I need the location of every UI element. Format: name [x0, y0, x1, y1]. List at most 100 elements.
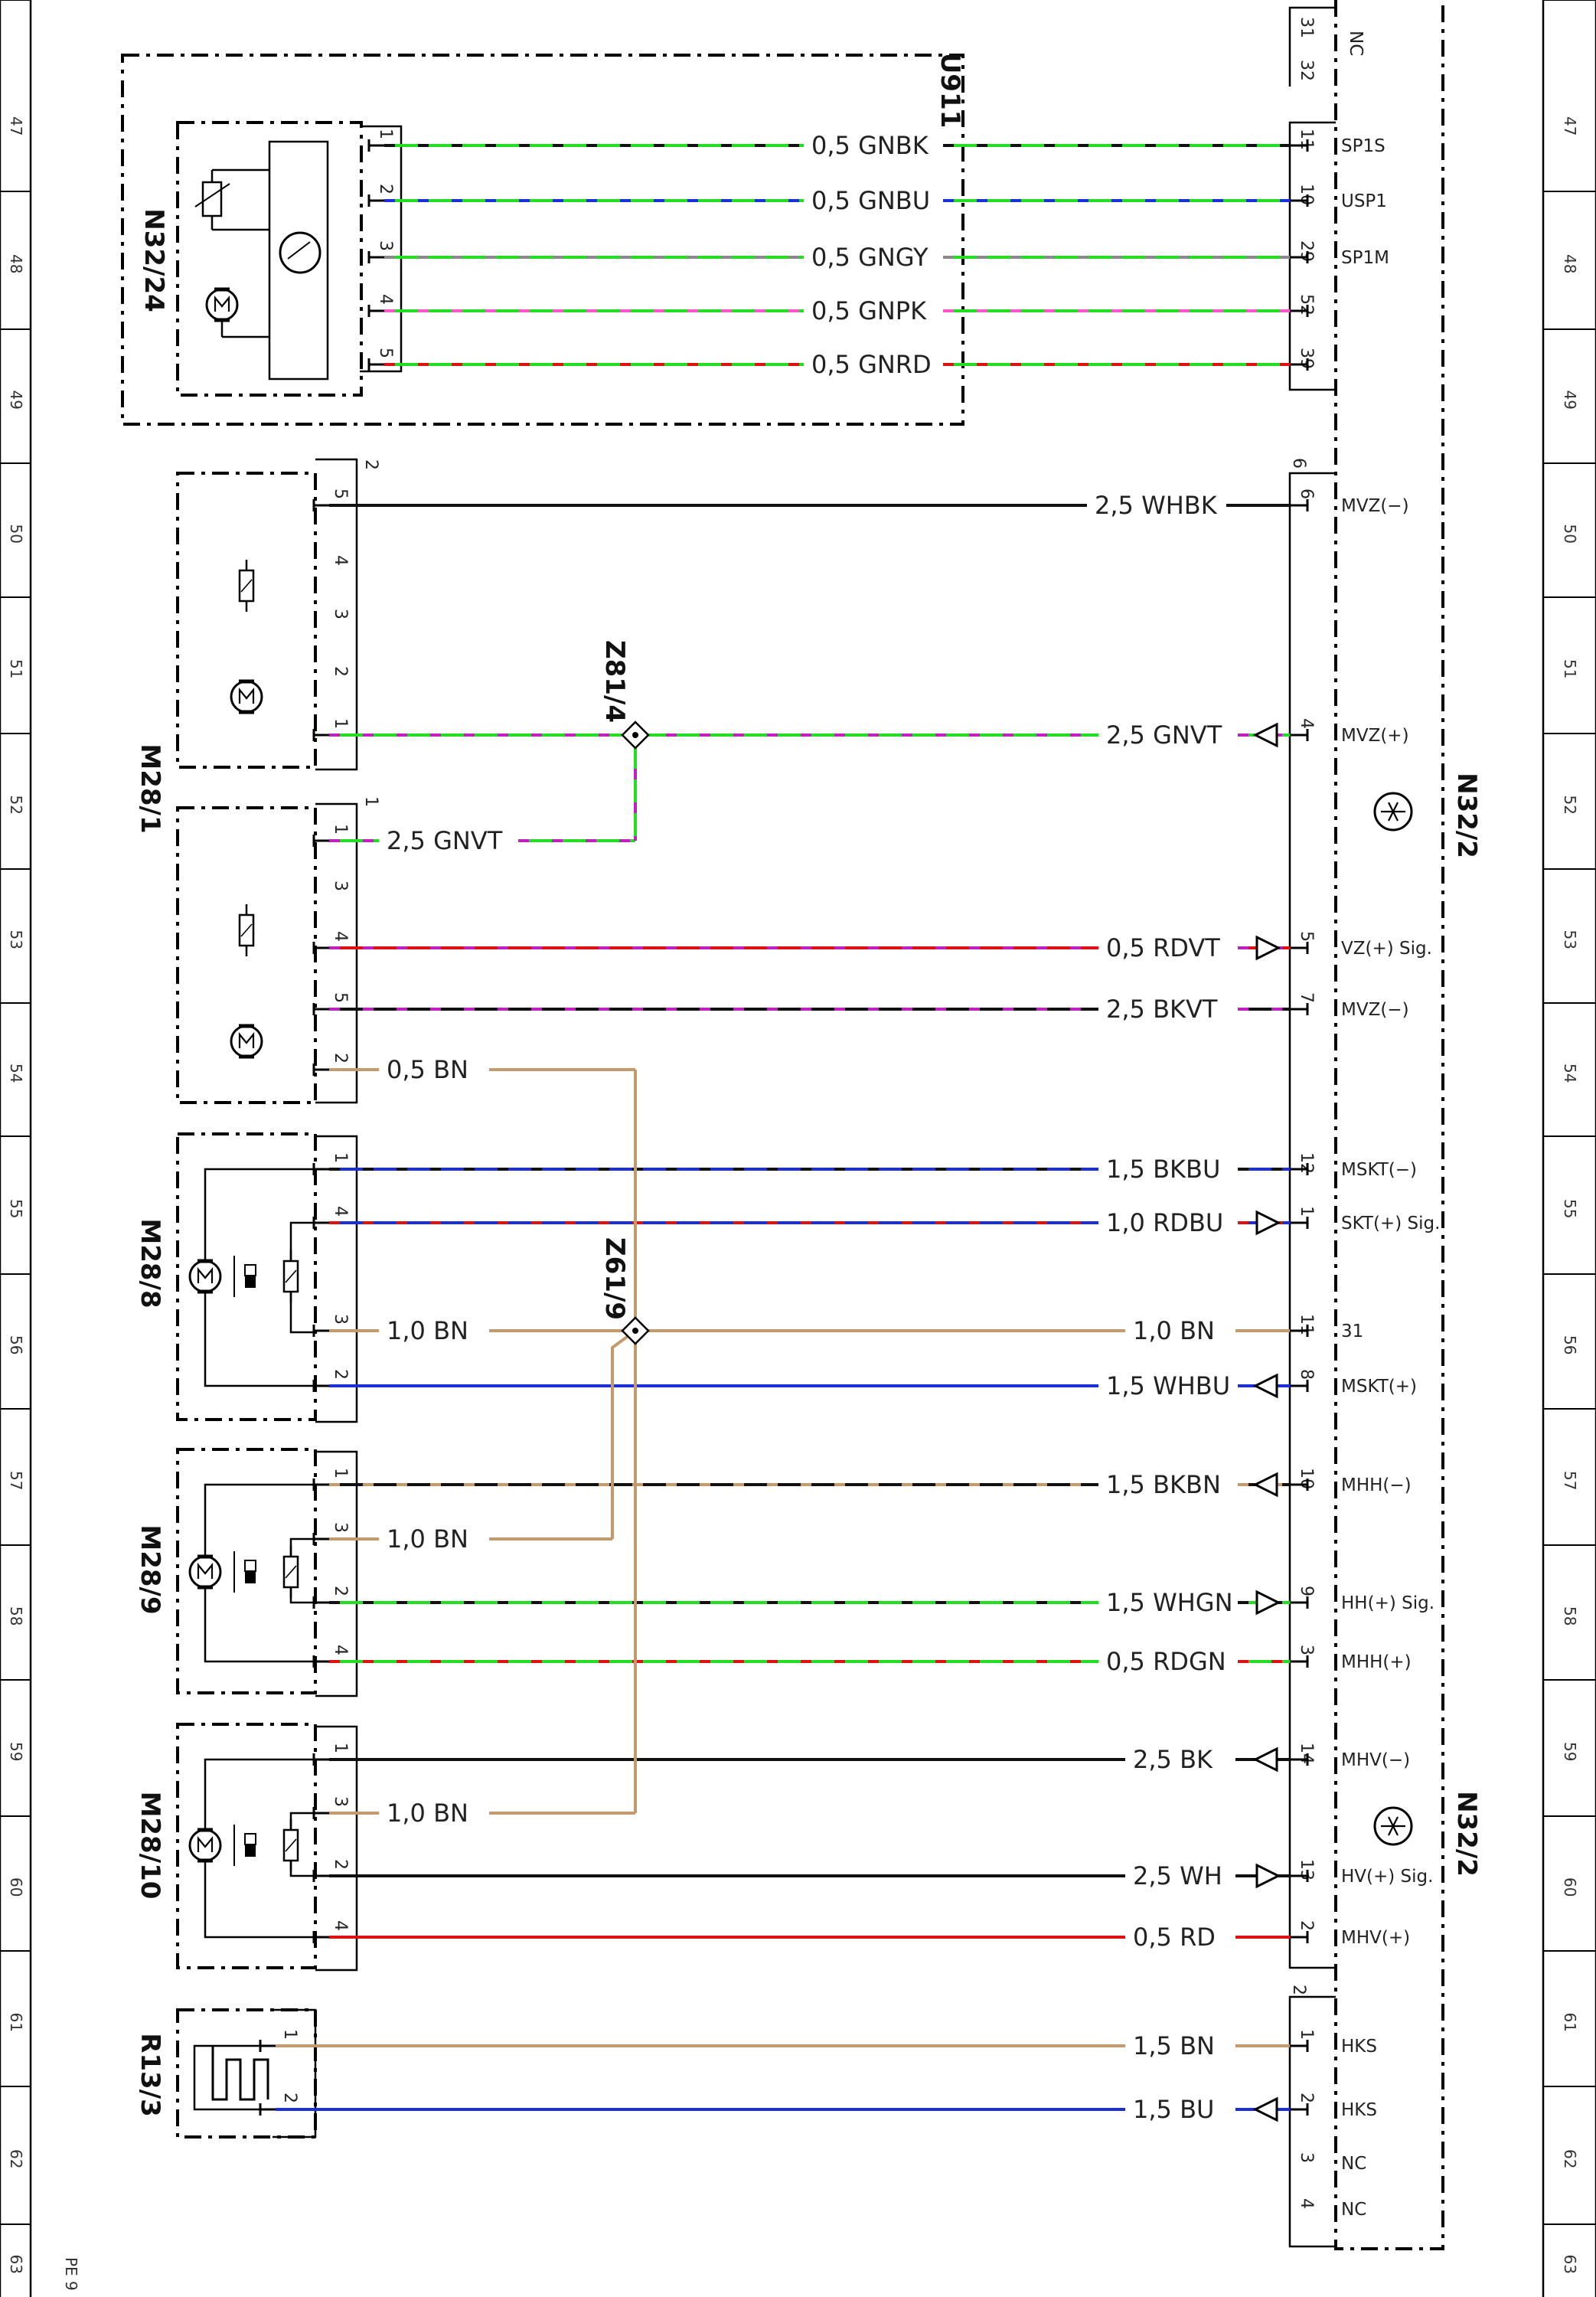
u911-label: U911	[935, 53, 965, 129]
pin-left-w14: 3	[331, 1314, 350, 1325]
signal-w20: MHV(−)	[1341, 1750, 1410, 1770]
m28-1-upper-count: 2	[361, 459, 380, 470]
row-number-left: 62	[7, 2149, 25, 2168]
wire-label-w25: 1,5 BU	[1133, 2095, 1214, 2124]
pin-terminal-icon	[312, 835, 329, 847]
wire-label-w12: 1,5 BKBU	[1106, 1155, 1220, 1184]
m28-8-actuator-icon	[190, 1168, 314, 1387]
m28-1-lower-count: 1	[361, 796, 380, 807]
wire-label-w16: 1,5 BKBN	[1106, 1470, 1221, 1499]
n32-24-motor-icon	[207, 289, 269, 338]
sheet-reference: PE 9	[62, 2257, 80, 2291]
pin-terminal-icon	[312, 1217, 329, 1229]
pin-left-w5: 5	[376, 348, 395, 358]
wire-label-w13: 1,0 RDBU	[1106, 1208, 1223, 1237]
pin-terminal-icon	[312, 1807, 329, 1819]
n32-2-mid-count: 6	[1289, 458, 1308, 469]
pin-left-w13: 4	[331, 1206, 350, 1217]
pin-left-w24: 1	[280, 2029, 299, 2040]
signal-w9: VZ(+) Sig.	[1341, 939, 1432, 959]
signal-w1: SP1S	[1341, 136, 1385, 156]
wire-label-w10: 2,5 BKVT	[1106, 995, 1218, 1024]
wire-label-w17: 1,0 BN	[387, 1524, 468, 1554]
m28-9-connector	[315, 1450, 358, 1697]
m28-1-upper-unused-pin: 4	[331, 555, 350, 566]
row-number-right: 47	[1561, 116, 1579, 136]
m28-1-lower-connector	[315, 802, 358, 1104]
pin-terminal-icon	[1290, 1870, 1309, 1882]
pin-right-w9: 5	[1297, 931, 1316, 942]
m28-9-label: M28/9	[135, 1524, 165, 1614]
signal-arrow-out-icon	[1255, 935, 1281, 961]
row-number-right: 54	[1561, 1064, 1579, 1083]
signal-w24: HKS	[1341, 2037, 1377, 2057]
pin-terminal-icon	[1290, 194, 1309, 207]
pin-left-w8: 1	[331, 824, 350, 835]
signal-w15: MSKT(+)	[1341, 1377, 1417, 1397]
r13-3-boundary	[176, 2008, 317, 2139]
pin-terminal-icon	[367, 194, 384, 207]
signal-arrow-in-icon	[1252, 722, 1278, 748]
n32-2-transistor-icon-lower	[1373, 1806, 1413, 1846]
pin-terminal-icon	[312, 499, 329, 511]
signal-arrow-out-icon	[1255, 1590, 1281, 1616]
pin-terminal-icon	[1290, 2103, 1309, 2116]
n32-2-pin-31: 31	[1297, 17, 1316, 38]
pin-terminal-icon	[1290, 1753, 1309, 1766]
n32-24-boundary	[176, 121, 363, 397]
pin-terminal-icon	[1290, 305, 1309, 317]
signal-w13: SKT(+) Sig.	[1341, 1214, 1440, 1233]
pin-left-w6: 5	[331, 488, 350, 499]
pin-left-w23: 4	[331, 1920, 350, 1931]
signal-w19: MHH(+)	[1341, 1652, 1412, 1672]
pin-left-w22: 2	[331, 1859, 350, 1870]
row-number-left: 53	[7, 930, 25, 949]
n32-2-top-connector	[1288, 6, 1336, 87]
pin-terminal-icon	[1290, 358, 1309, 371]
signal-w3: SP1M	[1341, 248, 1389, 268]
signal-arrow-in-icon	[1252, 1746, 1278, 1773]
n32-24-label: N32/24	[139, 208, 169, 312]
pin-left-w4: 4	[376, 294, 395, 305]
pin-right-w19: 3	[1297, 1645, 1316, 1655]
n32-2-nc-pin: 4	[1297, 2198, 1316, 2209]
pin-left-w17: 3	[331, 1522, 350, 1533]
pin-terminal-icon	[312, 1064, 329, 1076]
row-number-right: 55	[1561, 1199, 1579, 1218]
pin-right-w23: 2	[1297, 1920, 1316, 1931]
pin-right-w24: 1	[1297, 2029, 1316, 2040]
pin-terminal-icon	[367, 358, 384, 371]
pin-terminal-icon	[312, 1003, 329, 1015]
pin-left-w11: 2	[331, 1053, 350, 1064]
wire-label-w19: 0,5 RDGN	[1106, 1647, 1226, 1676]
pin-right-w10: 7	[1297, 992, 1316, 1003]
wire-label-w7: 2,5 GNVT	[1106, 720, 1222, 750]
r13-3-connector	[273, 2008, 317, 2139]
signal-arrow-in-icon	[1252, 2096, 1278, 2122]
pin-terminal-icon	[367, 305, 384, 317]
pin-terminal-icon	[1290, 1003, 1309, 1015]
z61-9-branch	[611, 1070, 637, 1813]
pin-terminal-icon	[259, 2103, 276, 2116]
wire-label-w23: 0,5 RD	[1133, 1923, 1216, 1952]
n32-2-nc-top: NC	[1346, 31, 1366, 56]
m28-10-actuator-icon	[190, 1758, 314, 1939]
m28-1-label: M28/1	[135, 743, 165, 833]
row-number-left: 49	[7, 390, 25, 410]
m28-10-label: M28/10	[135, 1792, 165, 1900]
pin-left-w10: 5	[331, 992, 350, 1003]
row-number-left: 57	[7, 1471, 25, 1490]
pin-terminal-icon	[312, 1870, 329, 1882]
m28-1-upper-resistor-icon	[238, 558, 255, 613]
pin-terminal-icon	[312, 1931, 329, 1943]
pin-terminal-icon	[1290, 139, 1309, 152]
r13-3-label: R13/3	[135, 2033, 165, 2117]
pin-right-w7: 4	[1297, 718, 1316, 729]
row-number-left: 50	[7, 524, 25, 544]
signal-w25: HKS	[1341, 2100, 1377, 2120]
pin-terminal-icon	[259, 2040, 276, 2052]
row-number-right: 52	[1561, 796, 1579, 815]
row-number-right: 50	[1561, 524, 1579, 544]
signal-w22: HV(+) Sig.	[1341, 1867, 1433, 1887]
pin-terminal-icon	[312, 1163, 329, 1175]
